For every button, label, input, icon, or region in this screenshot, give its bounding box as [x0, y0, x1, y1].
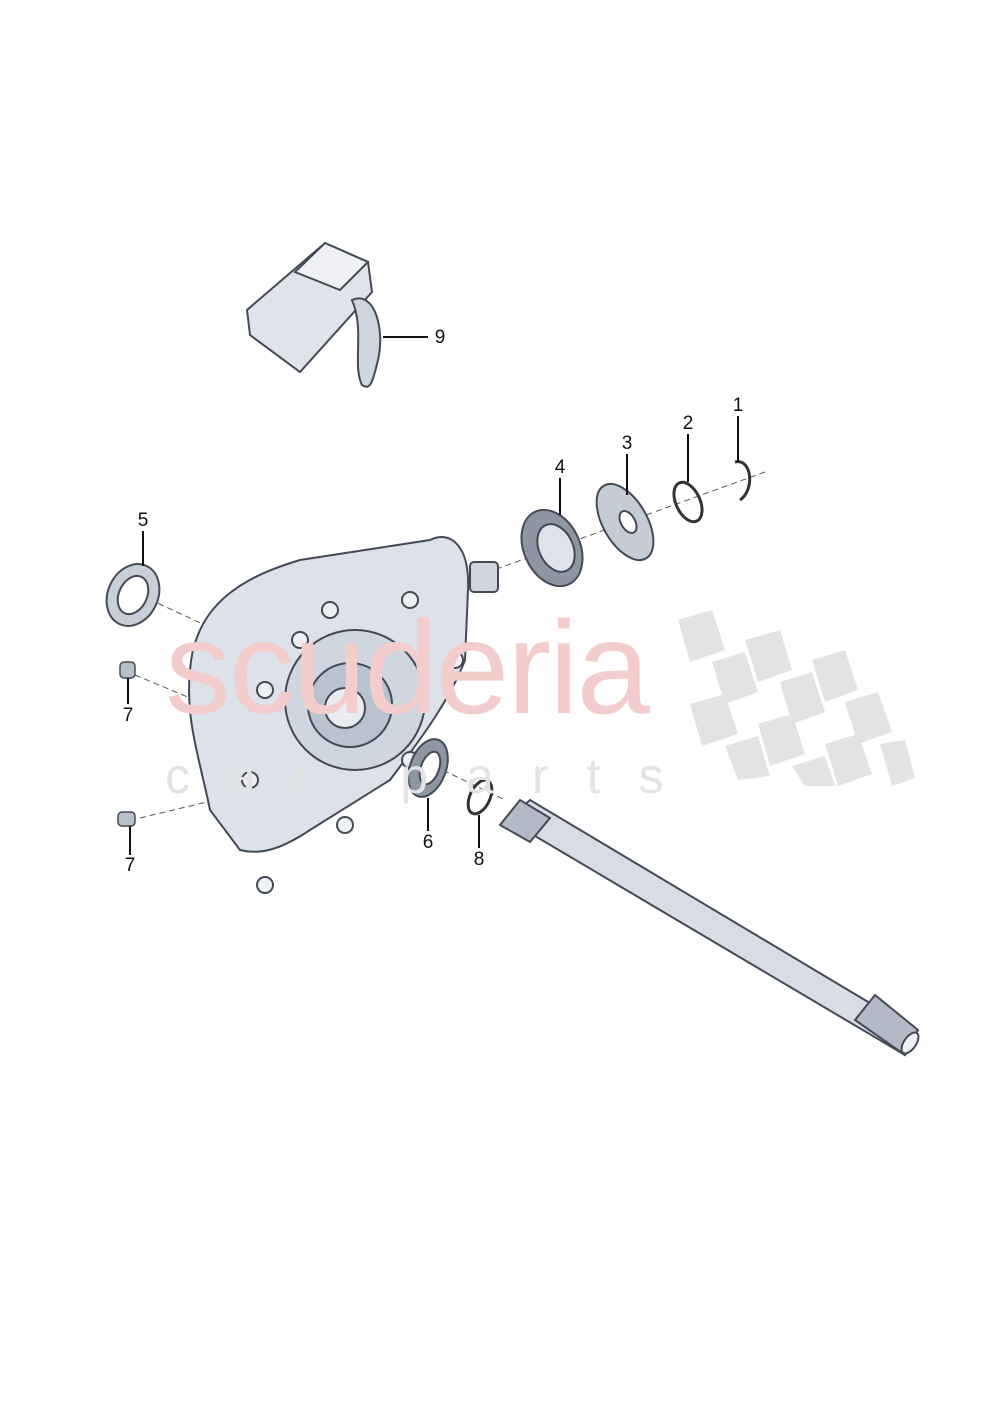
o-ring-2 [672, 480, 704, 524]
callout-6: 6 [422, 832, 434, 853]
callout-1: 1 [732, 395, 744, 416]
shaft-seal-4 [520, 508, 584, 588]
transfer-case-part [188, 536, 499, 894]
callout-7-upper: 7 [122, 705, 134, 726]
control-unit-part [245, 241, 382, 388]
watermark-sub: car parts [165, 748, 702, 804]
callout-7-lower: 7 [124, 855, 136, 876]
checkered-flag-logo [678, 610, 915, 786]
seal-ring-6 [407, 738, 449, 798]
seal-ring-5 [105, 563, 161, 627]
washer-3 [595, 483, 655, 561]
plug-7-upper [119, 661, 136, 679]
watermark-brand: scuderia [165, 594, 650, 741]
plug-7-lower [117, 811, 136, 827]
leader-lines [127, 336, 739, 855]
callout-2: 2 [682, 413, 694, 434]
callout-3: 3 [621, 433, 633, 454]
callout-4: 4 [554, 457, 566, 478]
circlip-8 [466, 778, 494, 816]
circlip-1 [734, 460, 752, 502]
callout-8: 8 [473, 849, 485, 870]
callout-5: 5 [137, 510, 149, 531]
drive-shaft-part [498, 798, 920, 1057]
callout-9: 9 [434, 327, 446, 348]
